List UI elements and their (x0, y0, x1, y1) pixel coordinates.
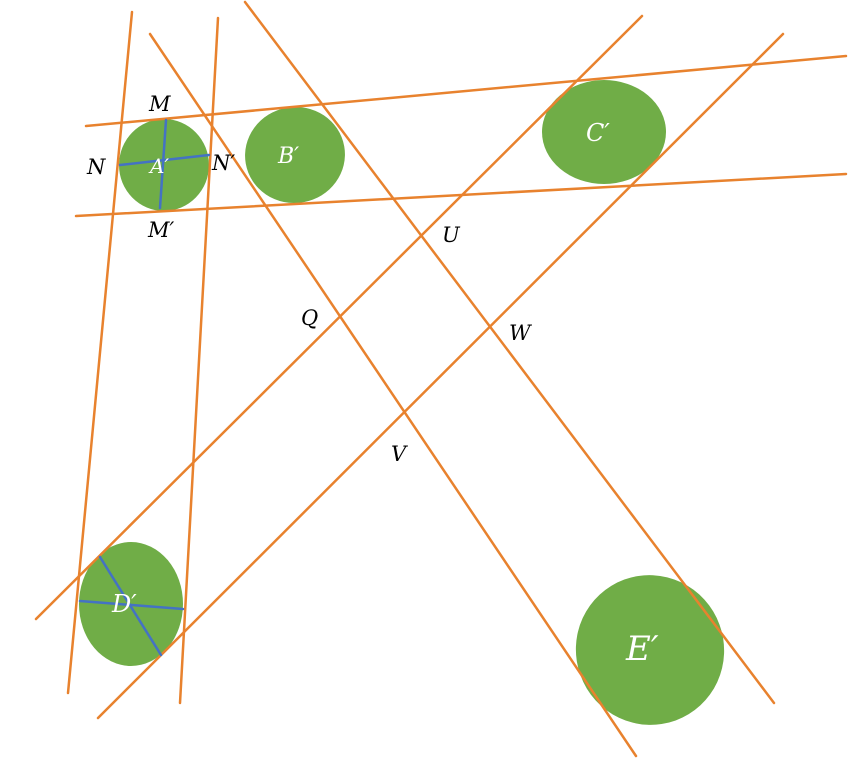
line-diagonal-down-2 (243, 0, 776, 705)
line-left-vertical (66, 10, 134, 695)
disk-label-b: B′ (277, 144, 299, 169)
point-label-q: Q (301, 306, 318, 330)
disk-label-c: C′ (586, 119, 610, 147)
axis-d-horizontal (78, 599, 185, 611)
point-label-n: N (86, 155, 106, 179)
line-diagonal-down-1 (148, 32, 638, 758)
disk-c (542, 80, 666, 184)
axis-nn-prime (118, 153, 211, 167)
disk-b (245, 106, 345, 204)
disk-label-d: D′ (111, 590, 137, 618)
point-label-m: M (148, 92, 171, 116)
line-right-vertical (178, 16, 220, 705)
disk-label-e: E′ (625, 629, 659, 669)
line-diagonal-up-1 (34, 14, 644, 621)
disk-label-a: A′ (148, 154, 169, 178)
point-label-v: V (391, 442, 408, 466)
point-label-m-prime: M′ (147, 218, 175, 242)
line-diagonal-up-2 (96, 32, 785, 720)
disk-e (575, 575, 725, 725)
point-label-n-prime: N′ (211, 151, 235, 175)
point-label-u: U (442, 223, 461, 247)
axis-mm-prime (158, 118, 168, 210)
point-label-w: W (509, 321, 533, 345)
line-top-horizontal (84, 54, 848, 128)
